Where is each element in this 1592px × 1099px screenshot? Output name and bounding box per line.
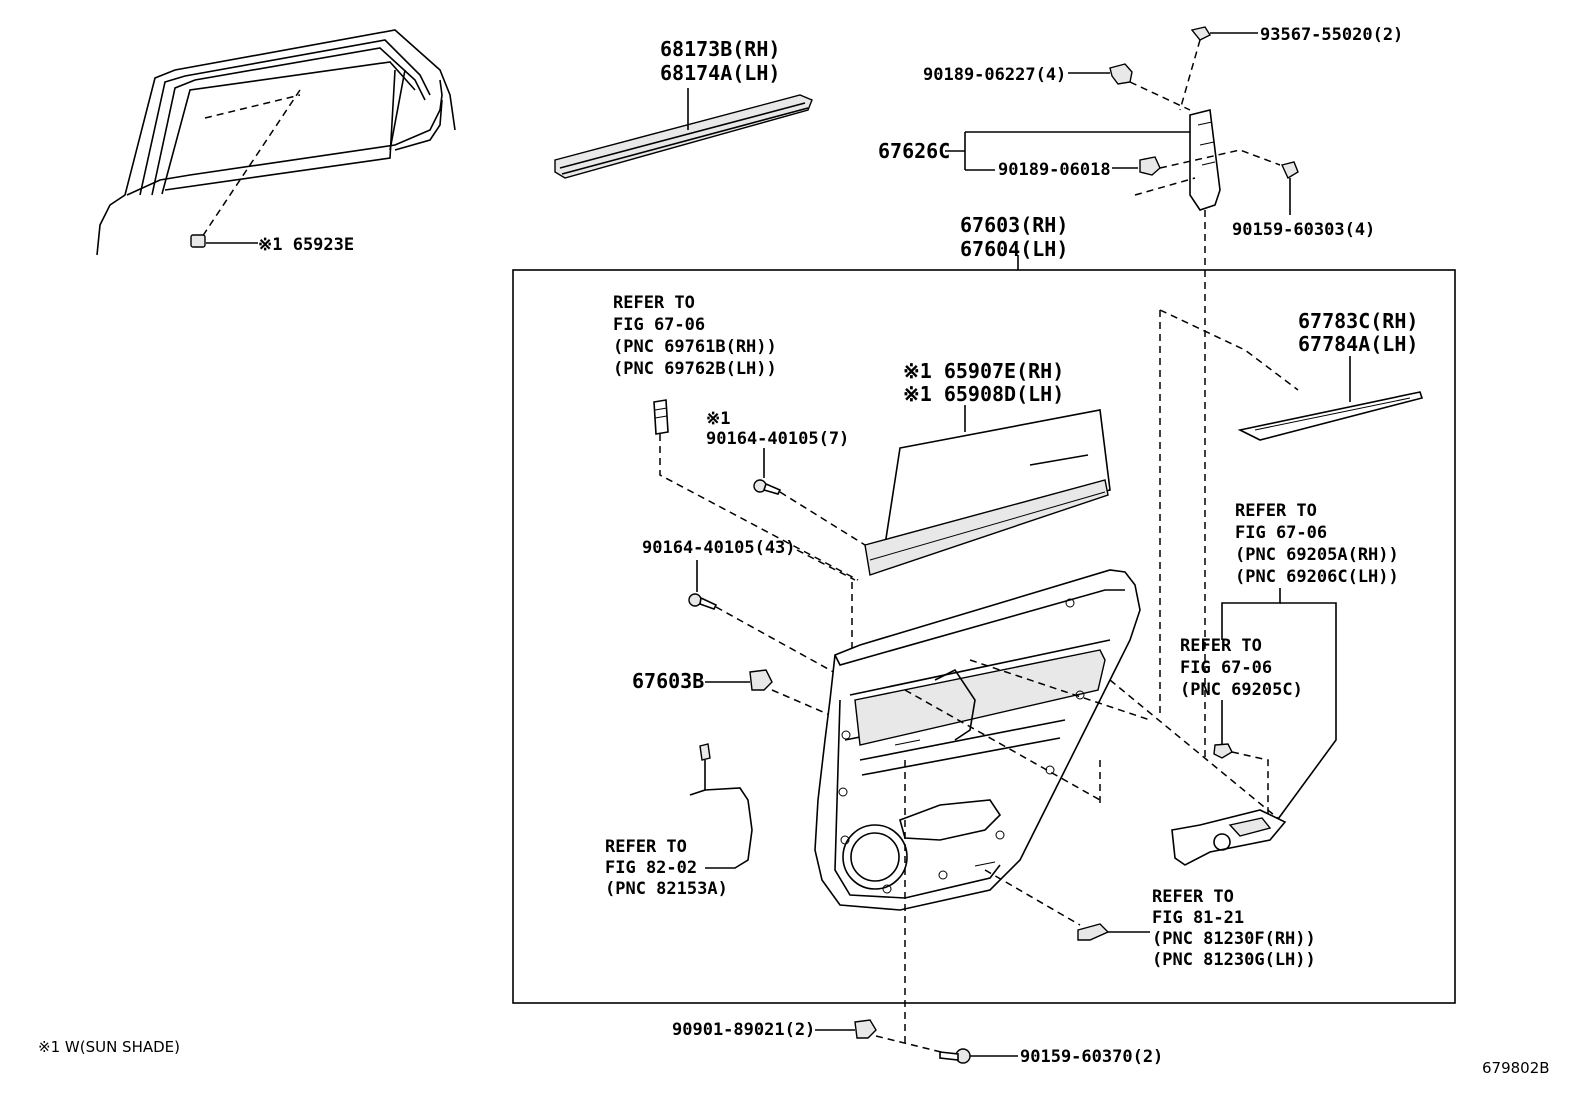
refer-5-line4: (PNC 81230G(LH)) [1152,950,1316,970]
refer-5-line2: FIG 81-21 [1152,908,1244,928]
clip-90189-06018 [1112,156,1161,176]
refer-3-line2: FIG 67-06 [1180,658,1272,678]
garnish-67783c [1237,391,1424,441]
refer-4-line3: (PNC 82153A) [605,879,728,899]
clip-67603b [749,669,773,691]
wire-harness-82153a [689,743,753,869]
clip-81230f [1077,923,1150,941]
refer-1-line2: FIG 67-06 [613,315,705,335]
label-65923e: ※1 65923E [258,235,354,255]
label-67626c: 67626C [878,139,950,163]
refer-2-line1: REFER TO [1235,501,1317,521]
label-67604: 67604(LH) [960,237,1068,261]
screw-90164-40105-43 [688,593,718,610]
assembly-frame [512,269,1456,1004]
label-x1-note: ※1 [706,409,730,429]
label-90189-06227: 90189-06227(4) [923,65,1066,85]
refer-3-line1: REFER TO [1180,636,1262,656]
screw-90164-40105-7 [753,479,782,495]
sun-shade-65907e [864,409,1111,576]
switch-base-69205a [1171,809,1287,866]
figure-number: 679802B [1482,1059,1550,1077]
refer-2-line4: (PNC 69206C(LH)) [1235,567,1399,587]
label-90901-89021: 90901-89021(2) [672,1020,815,1040]
label-90159-60370: 90159-60370(2) [1020,1047,1163,1067]
refer-5-line3: (PNC 81230F(RH)) [1152,929,1316,949]
label-93567-55020: 93567-55020(2) [1260,25,1403,45]
bulb-69205c [1213,743,1233,759]
label-90189-06018: 90189-06018 [998,160,1111,180]
clip-90189-06227 [1068,63,1133,85]
door-bracket-67626c [945,109,1221,211]
belt-weatherstrip-68173b [554,88,813,179]
switch-connector-69761b [653,399,669,435]
refer-2-line3: (PNC 69205A(RH)) [1235,545,1399,565]
label-90164-40105-7: 90164-40105(7) [706,429,849,449]
refer-4-line1: REFER TO [605,837,687,857]
refer-1-line4: (PNC 69762B(LH)) [613,359,777,379]
sun-shade-clip-65923e [190,234,258,248]
door-frame-illustration [96,29,456,256]
door-trim-panel-67603 [814,569,1141,911]
label-67603b: 67603B [632,669,704,693]
refer-4-line2: FIG 82-02 [605,858,697,878]
refer-1-line1: REFER TO [613,293,695,313]
label-67784a: 67784A(LH) [1298,332,1418,356]
screw-90159-60303 [1281,161,1299,215]
label-90164-40105-43: 90164-40105(43) [642,538,796,558]
label-67783c: 67783C(RH) [1298,309,1418,333]
refer-1-line3: (PNC 69761B(RH)) [613,337,777,357]
label-65907e: ※1 65907E(RH) [903,359,1064,383]
label-68174a: 68174A(LH) [660,61,780,85]
label-68173b: 68173B(RH) [660,37,780,61]
label-67603: 67603(RH) [960,213,1068,237]
label-65908d: ※1 65908D(LH) [903,382,1064,406]
refer-5-line1: REFER TO [1152,887,1234,907]
refer-2-line2: FIG 67-06 [1235,523,1327,543]
label-90159-60303: 90159-60303(4) [1232,220,1375,240]
clip-90901-89021 [854,1019,877,1039]
footnote-sun-shade: ※1 W(SUN SHADE) [38,1038,180,1056]
refer-3-line3: (PNC 69205C) [1180,680,1303,700]
screw-93567-55020 [1190,26,1258,41]
screw-90159-60370 [939,1048,971,1064]
